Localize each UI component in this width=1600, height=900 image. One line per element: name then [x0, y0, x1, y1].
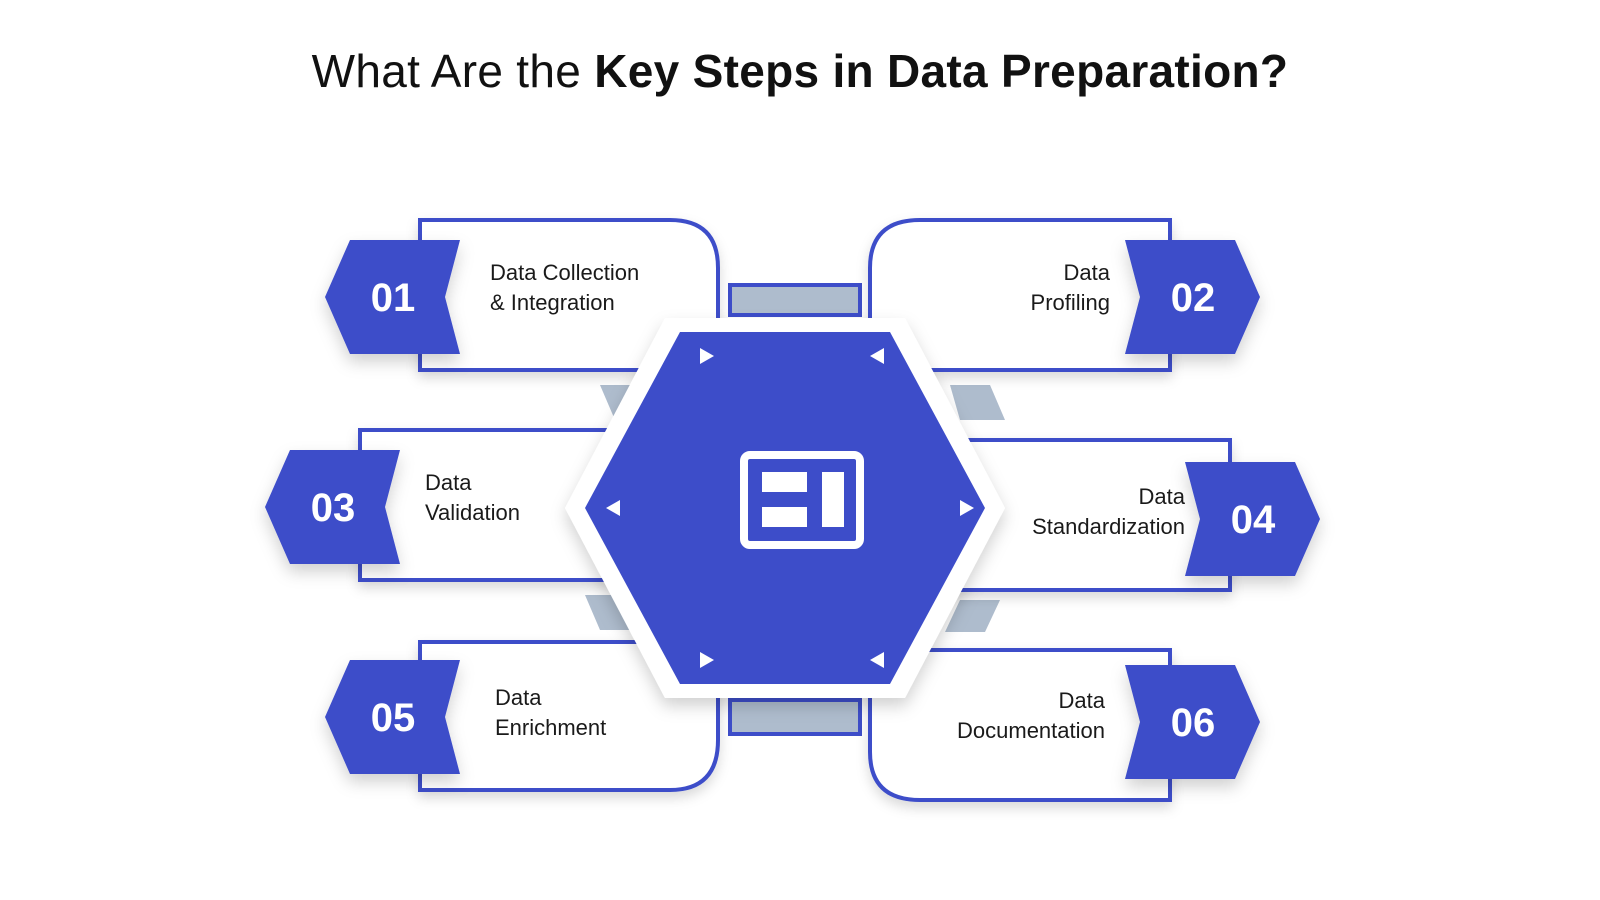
tab-03 [265, 450, 400, 564]
tab-02 [1125, 240, 1260, 354]
step-number-02: 02 [1170, 276, 1216, 320]
step-04-line1: Data [1138, 484, 1185, 509]
step-number-01: 01 [370, 276, 416, 320]
step-number-05: 05 [370, 696, 416, 740]
arrow-top-left-icon [700, 348, 714, 364]
arrow-bottom-left-icon [700, 652, 714, 668]
step-label-04: Data Standardization [1032, 482, 1185, 542]
arrow-bottom-right-icon [870, 652, 884, 668]
center-hexagon [565, 318, 1005, 698]
tab-04 [1185, 462, 1320, 576]
step-01-line1: Data Collection [490, 260, 640, 285]
step-05-line1: Data [495, 685, 542, 710]
dashboard-layout-icon [740, 451, 864, 549]
page-title: What Are the Key Steps in Data Preparati… [0, 44, 1600, 98]
card-02 [868, 218, 1172, 372]
arrow-left-icon [606, 500, 620, 516]
step-05-line2: Enrichment [495, 715, 607, 740]
step-label-06: Data Documentation [957, 686, 1105, 746]
card-06 [868, 648, 1172, 802]
step-label-02: Data Profiling [1031, 258, 1110, 318]
tab-01 [325, 240, 460, 354]
step-03-line1: Data [425, 470, 472, 495]
connector-right-lower [945, 600, 1000, 632]
step-label-03: Data Validation [425, 468, 520, 528]
arrow-top-right-icon [870, 348, 884, 364]
connector-right-upper [950, 385, 1005, 420]
step-02-line2: Profiling [1030, 290, 1110, 315]
number-tabs [265, 240, 1320, 779]
hexagon-arrows [606, 348, 974, 668]
step-06-line1: Data [1058, 688, 1105, 713]
step-number-03: 03 [310, 486, 356, 530]
arrow-right-icon [960, 500, 974, 516]
connector-top [728, 283, 862, 317]
step-label-01: Data Collection & Integration [490, 258, 639, 318]
title-light: What Are the [311, 45, 595, 97]
step-06-line2: Documentation [957, 718, 1105, 743]
step-01-line2: & Integration [490, 290, 615, 315]
step-number-04: 04 [1230, 498, 1276, 542]
title-bold: Key Steps in Data Preparation? [594, 45, 1289, 97]
tab-05 [325, 660, 460, 774]
step-number-06: 06 [1170, 701, 1216, 745]
step-02-line1: Data [1063, 260, 1110, 285]
connectors [585, 283, 1005, 736]
tab-06 [1125, 665, 1260, 779]
connector-bottom [728, 698, 862, 736]
card-01 [418, 218, 720, 372]
card-05 [418, 640, 720, 792]
step-label-05: Data Enrichment [495, 683, 606, 743]
step-03-line2: Validation [425, 500, 520, 525]
step-04-line2: Standardization [1032, 514, 1185, 539]
